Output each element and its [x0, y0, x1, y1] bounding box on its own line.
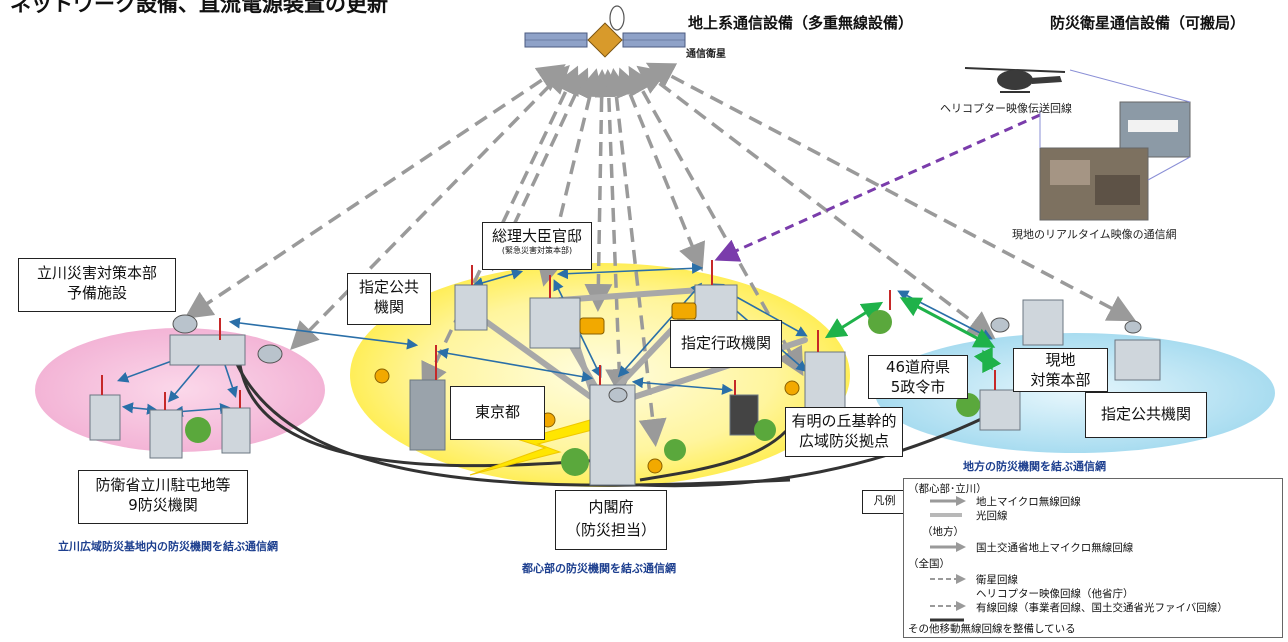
tokyo-label: 東京都	[474, 403, 520, 421]
helicopter-label: ヘリコプター映像伝送回線	[940, 102, 1072, 115]
main-title: ネットワーク設備、直流電源装置の更新	[10, 0, 388, 16]
legend-title: 凡例	[873, 494, 896, 507]
portable-title: 防災衛星通信設備（可搬局）	[1050, 14, 1246, 32]
prefectures-line1: 46道府県	[885, 358, 951, 376]
cabinet-office-box: 内閣府 （防災担当）	[555, 490, 667, 550]
local-hq-line2: 対策本部	[1030, 371, 1091, 390]
tachikawa-caption: 立川広域防災基地内の防災機関を結ぶ通信網	[58, 540, 278, 553]
realtime-label: 現地のリアルタイム映像の通信網	[1012, 228, 1177, 241]
helicopter-link	[714, 113, 1041, 262]
legend-marker-wired	[930, 618, 964, 622]
designated-public-local-box: 指定公共機関	[1085, 392, 1207, 438]
prefectures-box: 46道府県 5政令市	[868, 355, 968, 399]
prefectures-line2: 5政令市	[890, 378, 946, 397]
designated-public-center-line1: 指定公共	[358, 278, 419, 296]
legend-group-central: （都心部･立川）	[908, 483, 987, 495]
disaster-photos	[1039, 69, 1191, 221]
parabolic-dish-icon	[172, 314, 1142, 403]
tachikawa-hq-line1: 立川災害対策本部	[36, 264, 157, 282]
legend-title-box: 凡例	[862, 490, 907, 514]
legend-item-wired: 有線回線（事業者回線、国土交通省光ファイバ回線）	[976, 602, 1228, 614]
jsdf-line1: 防衛省立川駐屯地等	[95, 476, 231, 494]
legend-item-helicopter: ヘリコプター映像回線（他省庁）	[976, 588, 1134, 600]
pm-office-line2: (緊急災害対策本部)	[501, 246, 573, 256]
tachikawa-hq-box: 立川災害対策本部 予備施設	[18, 258, 176, 312]
jsdf-line2: 9防災機関	[128, 496, 198, 515]
tree-icon	[185, 310, 980, 476]
ariake-line2: 広域防災拠点	[798, 432, 889, 451]
tokyo-box: 東京都	[450, 386, 545, 440]
legend-item-microwave: 地上マイクロ無線回線	[976, 496, 1081, 508]
local-hq-line1: 現地	[1045, 351, 1076, 369]
legend-marker-optical	[930, 513, 962, 517]
designated-admin-box: 指定行政機関	[670, 320, 782, 368]
legend: （都心部･立川） 地上マイクロ無線回線 光回線 （地方） 国土交通省地上マイクロ…	[903, 478, 1283, 638]
terrestrial-title: 地上系通信設備（多重無線設備）	[688, 14, 914, 32]
legend-marker-helicopter	[930, 601, 966, 611]
local-hq-box: 現地 対策本部	[1013, 348, 1108, 392]
regional-caption: 地方の防災機関を結ぶ通信網	[963, 460, 1106, 473]
jsdf-box: 防衛省立川駐屯地等 9防災機関	[78, 470, 248, 524]
satellite-label: 通信衛星	[686, 49, 726, 60]
designated-public-center-box: 指定公共 機関	[347, 273, 431, 325]
legend-item-satellite: 衛星回線	[976, 574, 1018, 586]
legend-item-mlit: 国土交通省地上マイクロ無線回線	[976, 542, 1134, 554]
pm-office-box: 総理大臣官邸 (緊急災害対策本部)	[482, 222, 592, 270]
legend-group-national: （全国）	[908, 558, 950, 570]
designated-public-local-label: 指定公共機関	[1100, 405, 1191, 423]
designated-public-center-line2: 機関	[373, 298, 404, 317]
mlit-links	[824, 297, 1002, 374]
legend-marker-microwave	[930, 496, 966, 506]
ariake-line1: 有明の丘基幹的	[791, 412, 897, 430]
legend-item-other: その他移動無線回線を整備している	[908, 623, 1076, 635]
legend-group-regional: （地方）	[922, 526, 964, 538]
cabinet-line1: 内閣府	[588, 498, 634, 516]
cabinet-line2: （防災担当）	[565, 521, 656, 540]
pm-office-line1: 総理大臣官邸	[491, 227, 582, 245]
satellite-icon	[524, 5, 686, 58]
legend-marker-satellite	[930, 574, 966, 584]
central-caption: 都心部の防災機関を結ぶ通信網	[522, 562, 676, 575]
antenna-tower-icon	[101, 260, 996, 410]
tachikawa-hq-line2: 予備施設	[66, 284, 127, 303]
legend-marker-mlit	[930, 542, 966, 552]
designated-admin-label: 指定行政機関	[680, 334, 771, 352]
helicopter-icon	[964, 67, 1066, 93]
ariake-box: 有明の丘基幹的 広域防災拠点	[785, 407, 903, 457]
legend-item-optical: 光回線	[976, 510, 1008, 522]
